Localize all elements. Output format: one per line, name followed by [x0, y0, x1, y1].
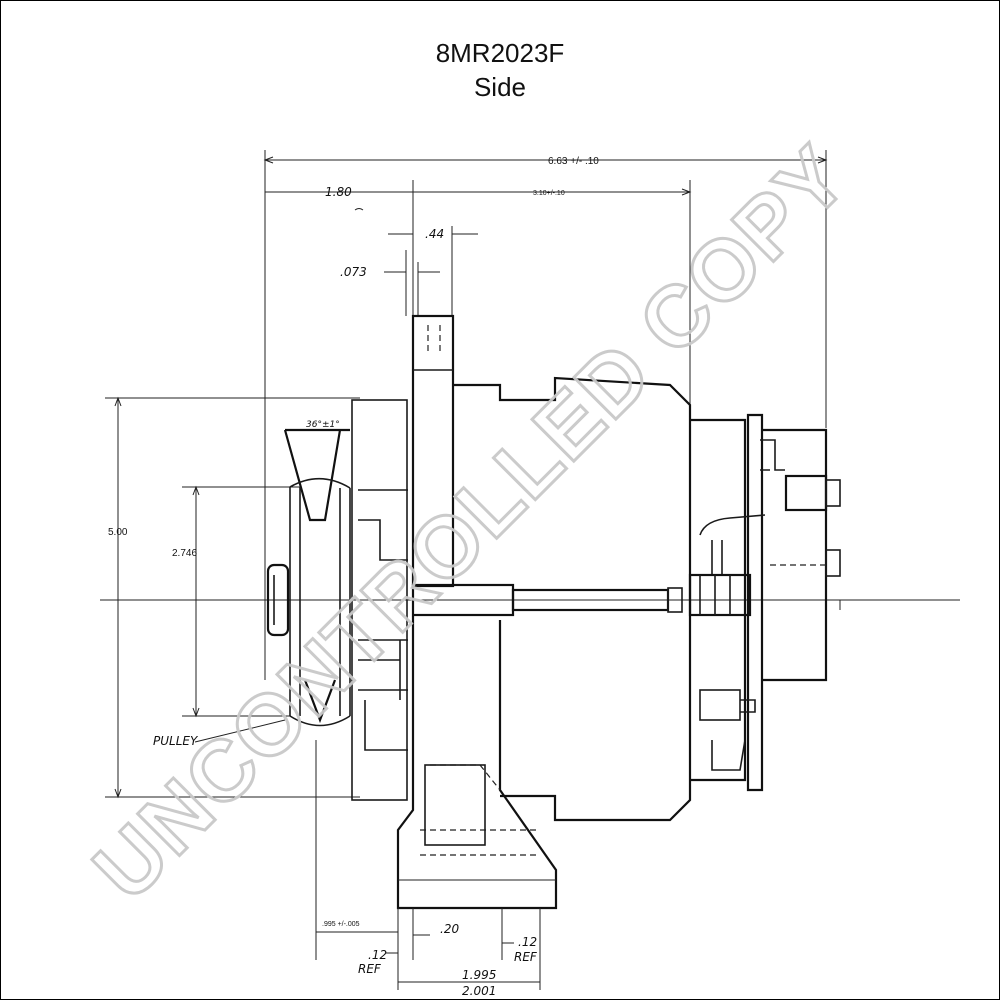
rear-length-dim: 3.10+/-.10 — [533, 190, 565, 197]
pulley-label: PULLEY — [153, 734, 199, 748]
view-subtitle: Side — [473, 72, 527, 102]
ref-right-label: REF — [514, 950, 538, 964]
flange-width-dim: .44 — [425, 227, 444, 241]
part-number-title: 8MR2023F — [435, 38, 565, 68]
height-dimensions: 5.00 2.746 — [105, 396, 360, 799]
title-block: 8MR2023F Side — [0, 36, 1000, 104]
rear-housing — [688, 413, 841, 792]
foot-width-top-dim: 1.995 — [462, 968, 496, 982]
front-offset-dim: 1.80 — [325, 185, 352, 199]
ref-left-value: .12 — [368, 948, 387, 962]
foot-offset-dim: .20 — [440, 922, 459, 936]
bore-dim: .995 +/-.005 — [322, 921, 360, 928]
ref-right-value: .12 — [518, 935, 537, 949]
foot-width-bottom-dim: 2.001 — [462, 984, 496, 998]
pulley-diameter-dim: 2.746 — [172, 548, 197, 559]
overall-height-dim: 5.00 — [108, 527, 128, 538]
extension-lines — [264, 150, 827, 680]
pulley: 36°±1° — [266, 399, 408, 960]
ref-left-label: REF — [358, 962, 382, 976]
pulley-leader — [194, 719, 286, 743]
flange-gap-dim: .073 — [340, 265, 367, 279]
top-dimensions: 6.63 +/- .10 1.80 3.10+/-.10 .44 .073 — [263, 156, 828, 279]
shaft — [411, 583, 683, 617]
bottom-dimensions: .995 +/-.005 .20 .12 REF .12 REF 1.995 2… — [316, 908, 541, 998]
belt-angle-dim: 36°±1° — [306, 420, 340, 430]
overall-length-dim: 6.63 +/- .10 — [548, 156, 599, 167]
